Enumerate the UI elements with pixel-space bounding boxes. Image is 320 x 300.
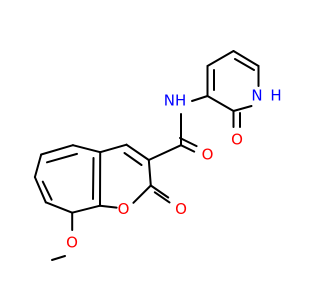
bond — [180, 144, 196, 153]
bond — [40, 144, 74, 156]
molecule-canvas: O O O O NH O N H — [33, 50, 282, 261]
pyridone-hydrogen-label: H — [270, 87, 281, 105]
atom-labels: O O O O NH O N H — [66, 87, 282, 252]
bond — [123, 152, 143, 166]
bond — [149, 184, 170, 199]
amide-nh-label: NH — [164, 92, 187, 110]
bond — [99, 143, 128, 154]
bond — [147, 159, 152, 187]
bond — [232, 105, 253, 112]
bond — [71, 144, 102, 154]
bond — [206, 95, 235, 112]
bond — [132, 184, 152, 204]
lactone-carbonyl-oxygen-label: O — [175, 200, 187, 218]
bond — [191, 95, 209, 102]
ring-oxygen-label: O — [118, 200, 130, 218]
bond — [33, 176, 47, 204]
amide-carbonyl-oxygen-label: O — [202, 146, 214, 164]
bond — [46, 152, 78, 164]
methoxy-oxygen-label: O — [66, 234, 78, 252]
bond — [232, 50, 260, 67]
bond — [71, 204, 101, 214]
bonds — [33, 50, 260, 261]
pyridone-nitrogen-label: N — [251, 87, 262, 105]
bond — [41, 180, 53, 201]
bond — [99, 204, 118, 209]
bond — [125, 143, 150, 161]
bond — [33, 153, 43, 179]
bond — [234, 58, 255, 71]
bond — [153, 191, 171, 204]
bond — [147, 144, 182, 161]
pyridone-oxygen-label: O — [231, 131, 243, 149]
bond — [206, 50, 235, 67]
bond — [44, 201, 74, 214]
bond — [51, 255, 66, 261]
bond — [92, 157, 95, 200]
molecule-structure: O O O O NH O N H — [33, 50, 282, 261]
bond — [179, 137, 198, 148]
